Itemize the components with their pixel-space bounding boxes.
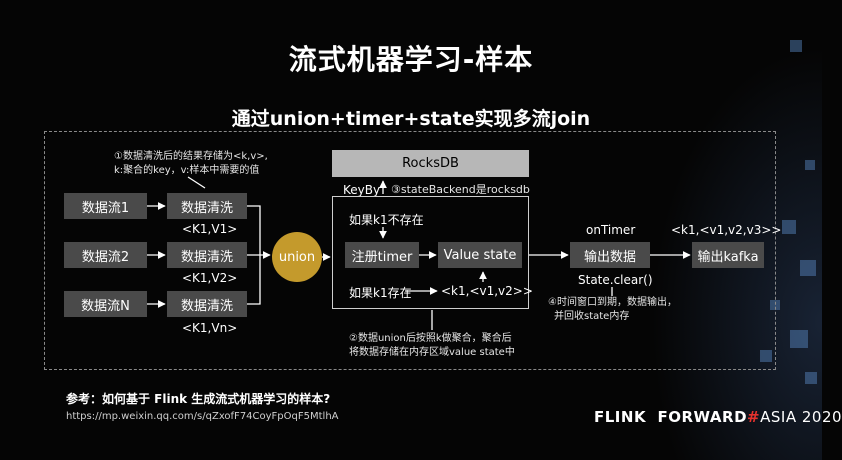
stream-box-n: 数据流N — [64, 291, 147, 317]
decor-square — [760, 350, 772, 362]
union-node: union — [272, 232, 322, 282]
clean-box-2: 数据清洗 — [167, 242, 247, 268]
kv-label-2: <K1,V2> — [182, 271, 238, 285]
decor-square — [805, 160, 815, 170]
keyed-process-box — [332, 196, 529, 309]
logo-asia: ASIA 2020 — [760, 408, 842, 426]
kv-label-1: <K1,V1> — [182, 222, 238, 236]
decor-square — [790, 330, 808, 348]
output-kafka-box: 输出kafka — [692, 242, 764, 268]
on-timer-label: onTimer — [586, 223, 636, 237]
flink-forward-logo: FLINK FORWARD#ASIA 2020 — [594, 408, 842, 426]
stream-box-2: 数据流2 — [64, 242, 147, 268]
note-line: ④时间窗口到期，数据输出， — [548, 297, 677, 308]
keyby-label: KeyBy — [343, 183, 381, 197]
exist-value-label: <k1,<v1,v2>> — [441, 284, 533, 298]
background-decoration — [622, 0, 822, 460]
page-title: 流式机器学习-样本 — [288, 43, 534, 76]
clean-box-n: 数据清洗 — [167, 291, 247, 317]
stream-box-1: 数据流1 — [64, 193, 147, 219]
if-exist-label: 如果k1存在 — [349, 286, 412, 300]
register-timer-box: 注册timer — [345, 242, 419, 268]
note-line: k:聚合的key，v:样本中需要的值 — [114, 165, 260, 176]
kv-label-n: <K1,Vn> — [182, 321, 238, 335]
reference-title: 参考：如何基于 Flink 生成流式机器学习的样本? — [66, 392, 331, 406]
decor-square — [805, 372, 817, 384]
logo-hash: # — [747, 408, 761, 426]
decor-square — [782, 220, 796, 234]
page-subtitle: 通过union+timer+state实现多流join — [231, 108, 591, 130]
reference-url[interactable]: https://mp.weixin.qq.com/s/qZxofF74CoyFp… — [66, 411, 339, 422]
state-backend-note: ③stateBackend是rocksdb — [391, 183, 530, 196]
decor-square — [800, 260, 816, 276]
decor-square — [790, 40, 802, 52]
note-window-expire: ④时间窗口到期，数据输出， 并回收state内存 — [548, 296, 677, 324]
note-line: 并回收state内存 — [554, 311, 630, 322]
note-line: 将数据存储在内存区域value state中 — [349, 347, 515, 358]
rocksdb-box: RocksDB — [332, 150, 529, 177]
value-state-box: Value state — [438, 242, 522, 268]
connector-lines — [147, 176, 691, 330]
note-line: ②数据union后按照k做聚合，聚合后 — [349, 333, 512, 344]
final-kv-label: <k1,<v1,v2,v3>> — [671, 223, 782, 237]
note-line: ①数据清洗后的结果存储为<k,v>, — [114, 151, 268, 162]
if-not-exist-label: 如果k1不存在 — [349, 213, 424, 227]
output-data-box: 输出数据 — [570, 242, 650, 268]
clean-box-1: 数据清洗 — [167, 193, 247, 219]
note-clean-storage: ①数据清洗后的结果存储为<k,v>, k:聚合的key，v:样本中需要的值 — [114, 150, 268, 178]
logo-text: FLINK FORWARD — [594, 408, 748, 426]
state-clear-label: State.clear() — [578, 273, 653, 287]
diagram-frame — [44, 131, 776, 370]
note-union-aggregate: ②数据union后按照k做聚合，聚合后 将数据存储在内存区域value stat… — [349, 332, 515, 360]
